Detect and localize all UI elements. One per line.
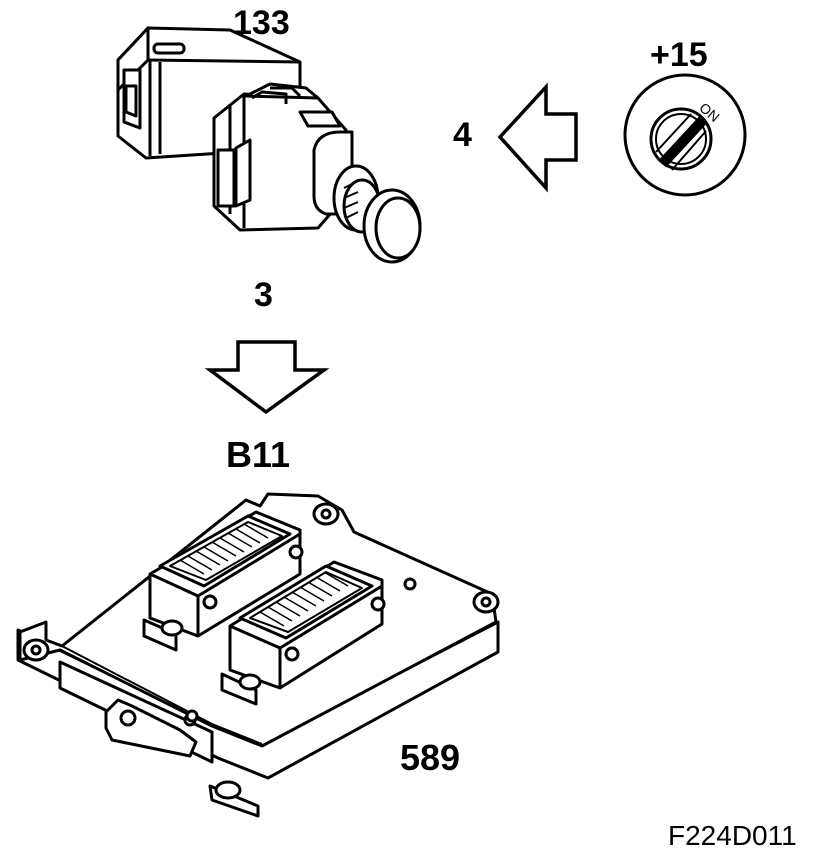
arrow-step-4-label: 4: [453, 116, 472, 154]
brake-pedal-switch-icon: [116, 26, 422, 264]
ignition-terminal-label: +15: [650, 36, 708, 74]
ecu-reference-label: B11: [226, 434, 291, 475]
ignition-key-switch-icon: [623, 73, 747, 197]
ecu-part-number-label: 589: [400, 737, 461, 778]
arrow-left-icon: [497, 82, 578, 193]
arrow-down-icon: [204, 340, 330, 415]
engine-control-unit-icon: [16, 492, 500, 818]
switch-reference-label: 133: [233, 4, 290, 42]
figure-code-label: F224D011: [668, 820, 797, 851]
arrow-step-3-label: 3: [254, 276, 273, 314]
